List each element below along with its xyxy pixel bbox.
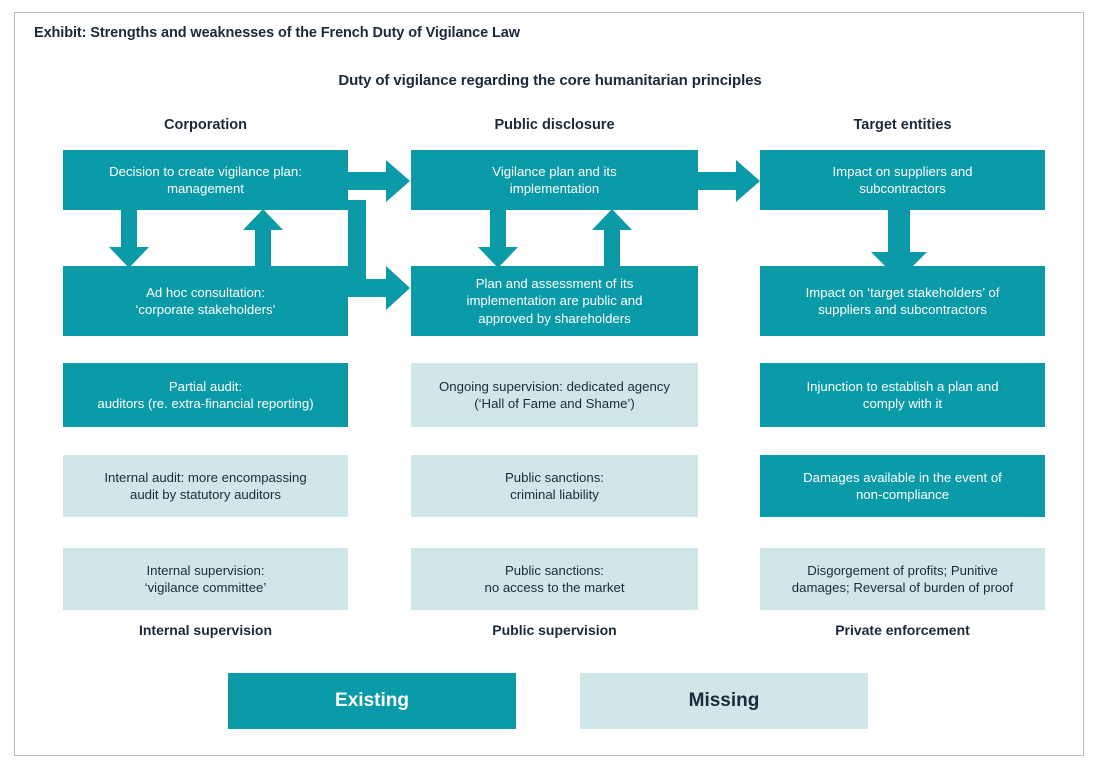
diagram-box-b8: Ongoing supervision: dedicated agency(‘H… <box>411 363 698 427</box>
diagram-box-b13: Internal supervision:‘vigilance committe… <box>63 548 348 610</box>
diagram-box-label: Public sanctions:criminal liability <box>505 469 604 502</box>
diagram-box-b1: Decision to create vigilance plan:manage… <box>63 150 348 210</box>
diagram-title: Duty of vigilance regarding the core hum… <box>338 72 762 89</box>
diagram-box-label: Public sanctions:no access to the market <box>484 562 625 595</box>
diagram-box-b14: Public sanctions:no access to the market <box>411 548 698 610</box>
column-header-target-entities: Target entities <box>853 117 952 133</box>
exhibit-caption: Exhibit: Strengths and weaknesses of the… <box>34 25 520 41</box>
column-footer-public-supervision: Public supervision <box>492 622 617 638</box>
diagram-box-label: Partial audit:auditors (re. extra-financ… <box>97 378 314 411</box>
diagram-box-label: Ad hoc consultation:‘corporate stakehold… <box>135 284 276 317</box>
diagram-box-label: Internal supervision:‘vigilance committe… <box>144 562 267 595</box>
diagram-box-label: Decision to create vigilance plan:manage… <box>109 163 302 196</box>
column-footer-private-enforcement: Private enforcement <box>835 622 970 638</box>
diagram-box-b11: Public sanctions:criminal liability <box>411 455 698 517</box>
diagram-box-b7: Partial audit:auditors (re. extra-financ… <box>63 363 348 427</box>
column-header-corporation: Corporation <box>164 117 247 133</box>
legend-existing: Existing <box>228 673 516 729</box>
diagram-box-label: Ongoing supervision: dedicated agency(‘H… <box>439 378 670 411</box>
diagram-box-b2: Ad hoc consultation:‘corporate stakehold… <box>63 266 348 336</box>
column-footer-internal-supervision: Internal supervision <box>138 622 273 638</box>
legend-missing: Missing <box>580 673 868 729</box>
column-header-public-disclosure: Public disclosure <box>494 117 615 133</box>
